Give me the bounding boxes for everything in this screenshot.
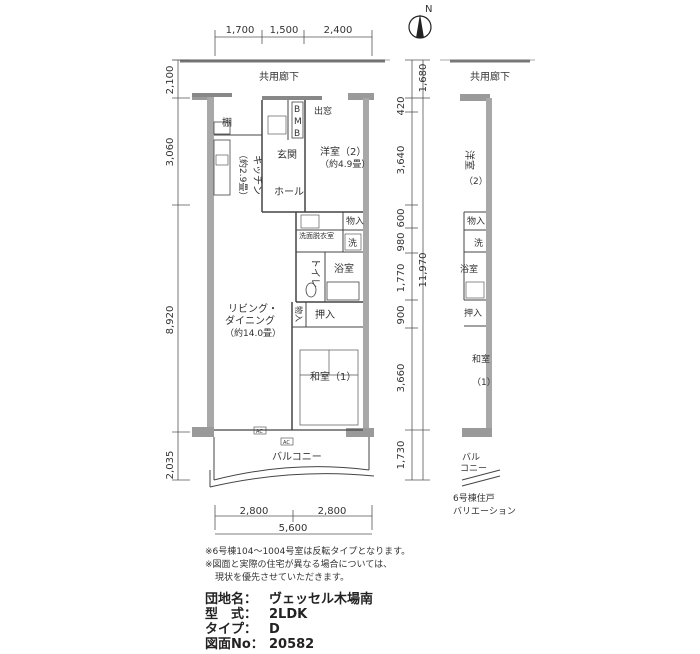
dim-left-4: 2,035: [165, 451, 176, 480]
info-row-type: タイプ： D: [205, 622, 373, 637]
danchi-label: 団地名：: [205, 592, 258, 607]
dim-right-8: 1,730: [396, 441, 407, 470]
dim-left-1: 2,100: [165, 66, 176, 95]
dim-right-3: 600: [396, 208, 407, 227]
entrance-door-label: 出窓: [314, 105, 332, 117]
senmen-label: 洗面脱衣室: [299, 231, 334, 240]
info-row-zumen: 図面No： 20582: [205, 637, 373, 652]
variation-oshiire: 押入: [464, 307, 482, 319]
variation-youshitsu-num: （2）: [464, 176, 488, 187]
corridor-label: 共用廊下: [259, 70, 299, 83]
balcony-label: バルコニー: [272, 451, 322, 463]
type-label: タイプ：: [205, 622, 258, 637]
storage-label: 棚: [222, 116, 232, 129]
property-info: 団地名： ヴェッセル木場南 型 式： 2LDK タイプ： D 図面No： 205…: [205, 592, 373, 652]
variation-caption-line-1: 6号棟住戸: [453, 494, 495, 504]
dim-left-2: 3,060: [165, 138, 176, 167]
note-line-1: ※6号棟104～1004号室は反転タイプとなります。: [205, 547, 411, 557]
danchi-value: ヴェッセル木場南: [269, 592, 374, 607]
right-dimension-lines: [405, 59, 430, 481]
dim-left-3: 8,920: [165, 306, 176, 335]
dim-right-total: 11,970: [418, 253, 429, 288]
info-row-katashiki: 型 式： 2LDK: [205, 607, 373, 622]
note-line-3: 現状を優先させていただきます。: [215, 573, 350, 583]
living-size: （約14.0畳）: [225, 327, 281, 339]
genkan-label: 玄関: [277, 148, 297, 161]
kitchen-counter: [213, 139, 231, 196]
variation-monoire-1: 物入: [467, 215, 485, 227]
zumen-value: 20582: [269, 637, 315, 652]
dim-right-5: 1,770: [396, 264, 407, 293]
info-row-danchi: 団地名： ヴェッセル木場南: [205, 592, 373, 607]
toilet-label: トイレ: [309, 258, 320, 288]
bottom-dimension-line: [214, 505, 373, 535]
variation-corridor: 共用廊下: [470, 70, 510, 83]
dim-bottom-2: 2,800: [318, 506, 347, 517]
top-dimension-line: [214, 30, 373, 56]
oshiire-label: 押入: [315, 308, 335, 321]
living-label: リビング・: [228, 302, 278, 315]
variation-sen: 洗: [474, 237, 483, 249]
youshitsu2-size: （約4.9畳）: [320, 158, 370, 170]
mb-label-3: B: [294, 129, 300, 139]
monoire-label-2: 物入: [294, 306, 304, 322]
mb-box: [291, 101, 304, 139]
north-compass-icon: [408, 14, 432, 39]
mb-label-1: B: [294, 105, 300, 115]
variation-washitsu: 和室: [472, 353, 490, 365]
youshitsu2-label: 洋室（2）: [320, 145, 366, 158]
tatami-grid: [299, 349, 359, 426]
bath-label: 浴室: [334, 262, 354, 275]
variation-caption-line-2: バリエーション: [453, 507, 516, 517]
monoire-label-1: 物入: [346, 215, 364, 227]
ac-marker-1: [253, 426, 267, 435]
dim-right-4: 980: [396, 232, 407, 251]
unit-walls: [192, 93, 374, 437]
dim-right-1: 420: [396, 96, 407, 115]
kitchen-label: キッチン: [251, 155, 263, 195]
balcony-outline: [209, 437, 375, 488]
variation-balcony-2: コニー: [460, 464, 487, 474]
variation-bath: 浴室: [460, 263, 478, 275]
dim-right-7: 3,660: [396, 364, 407, 393]
dining-label: ダイニング: [225, 314, 275, 327]
compass-label: N: [425, 4, 432, 15]
katashiki-label: 型 式：: [205, 607, 258, 622]
dim-bottom-1: 2,800: [240, 506, 269, 517]
sen-label: 洗: [348, 237, 357, 249]
dim-top-1: 1,700: [226, 25, 255, 36]
washitsu-label: 和室（1）: [310, 370, 356, 383]
notes: ※6号棟104～1004号室は反転タイプとなります。 ※図面と実際の住宅が異なる…: [205, 546, 410, 585]
ac-label-1: AC: [256, 429, 263, 435]
variation-balcony-1: バル: [462, 452, 480, 463]
variation-caption: 6号棟住戸 バリエーション: [453, 493, 516, 519]
ac-label-2: AC: [283, 440, 290, 446]
dim-right-outer: 1,680: [418, 64, 429, 93]
type-value: D: [269, 622, 280, 637]
left-dimension-line: [172, 59, 190, 481]
variation-walls: [440, 59, 535, 487]
ac-marker-2: [280, 437, 294, 446]
mb-label-2: M: [294, 117, 302, 127]
zumen-label: 図面No：: [205, 637, 264, 652]
dim-bottom-total: 5,600: [279, 523, 308, 534]
katashiki-value: 2LDK: [269, 607, 308, 622]
kitchen-size: （約2.9畳）: [237, 150, 249, 200]
dim-top-2: 1,500: [270, 25, 299, 36]
dim-top-3: 2,400: [324, 25, 353, 36]
note-line-2: ※図面と実際の住宅が異なる場合については、: [205, 560, 393, 570]
hall-label: ホール: [274, 186, 304, 198]
dim-right-2: 3,640: [396, 146, 407, 175]
dim-right-6: 900: [396, 305, 407, 324]
variation-washitsu-num: （1）: [472, 377, 496, 388]
variation-youshitsu: 洋室: [463, 150, 476, 170]
